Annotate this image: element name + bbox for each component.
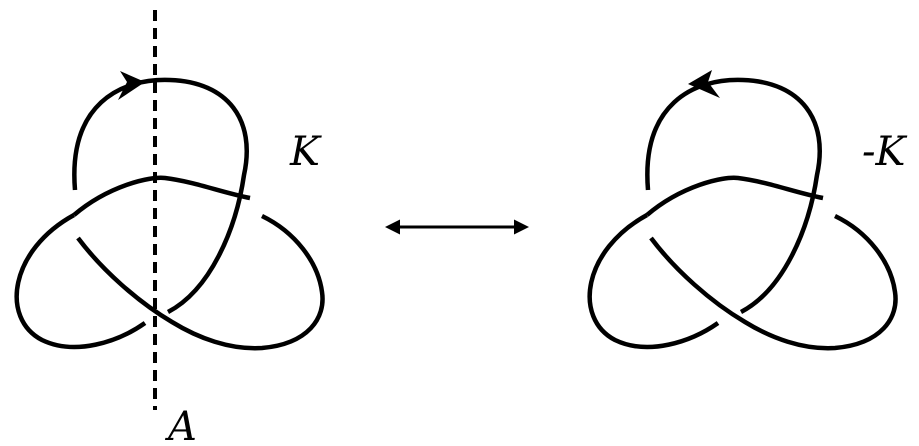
orientation-arrow-left-icon: [118, 71, 145, 100]
knot-right-lower-under-strand: [649, 213, 898, 351]
knot-label-k: K: [289, 129, 322, 175]
knot-right-left-lobe-strand: [587, 213, 720, 350]
knot-left-middle-over-strand: [72, 175, 251, 217]
trefoil-knot-left: [14, 71, 325, 351]
knot-left-left-lobe-strand: [14, 213, 147, 350]
knot-right-middle-over-strand: [645, 175, 824, 217]
orientation-arrow-right-icon: [688, 70, 720, 98]
trefoil-knot-right: [587, 70, 898, 351]
knot-left-lower-under-strand: [76, 213, 325, 351]
knot-right-top-lobe-strand: [645, 77, 822, 314]
axis-label-a: A: [164, 404, 197, 446]
knot-left-top-lobe-strand: [72, 77, 249, 314]
knot-label-minus-k: -K: [862, 129, 908, 175]
